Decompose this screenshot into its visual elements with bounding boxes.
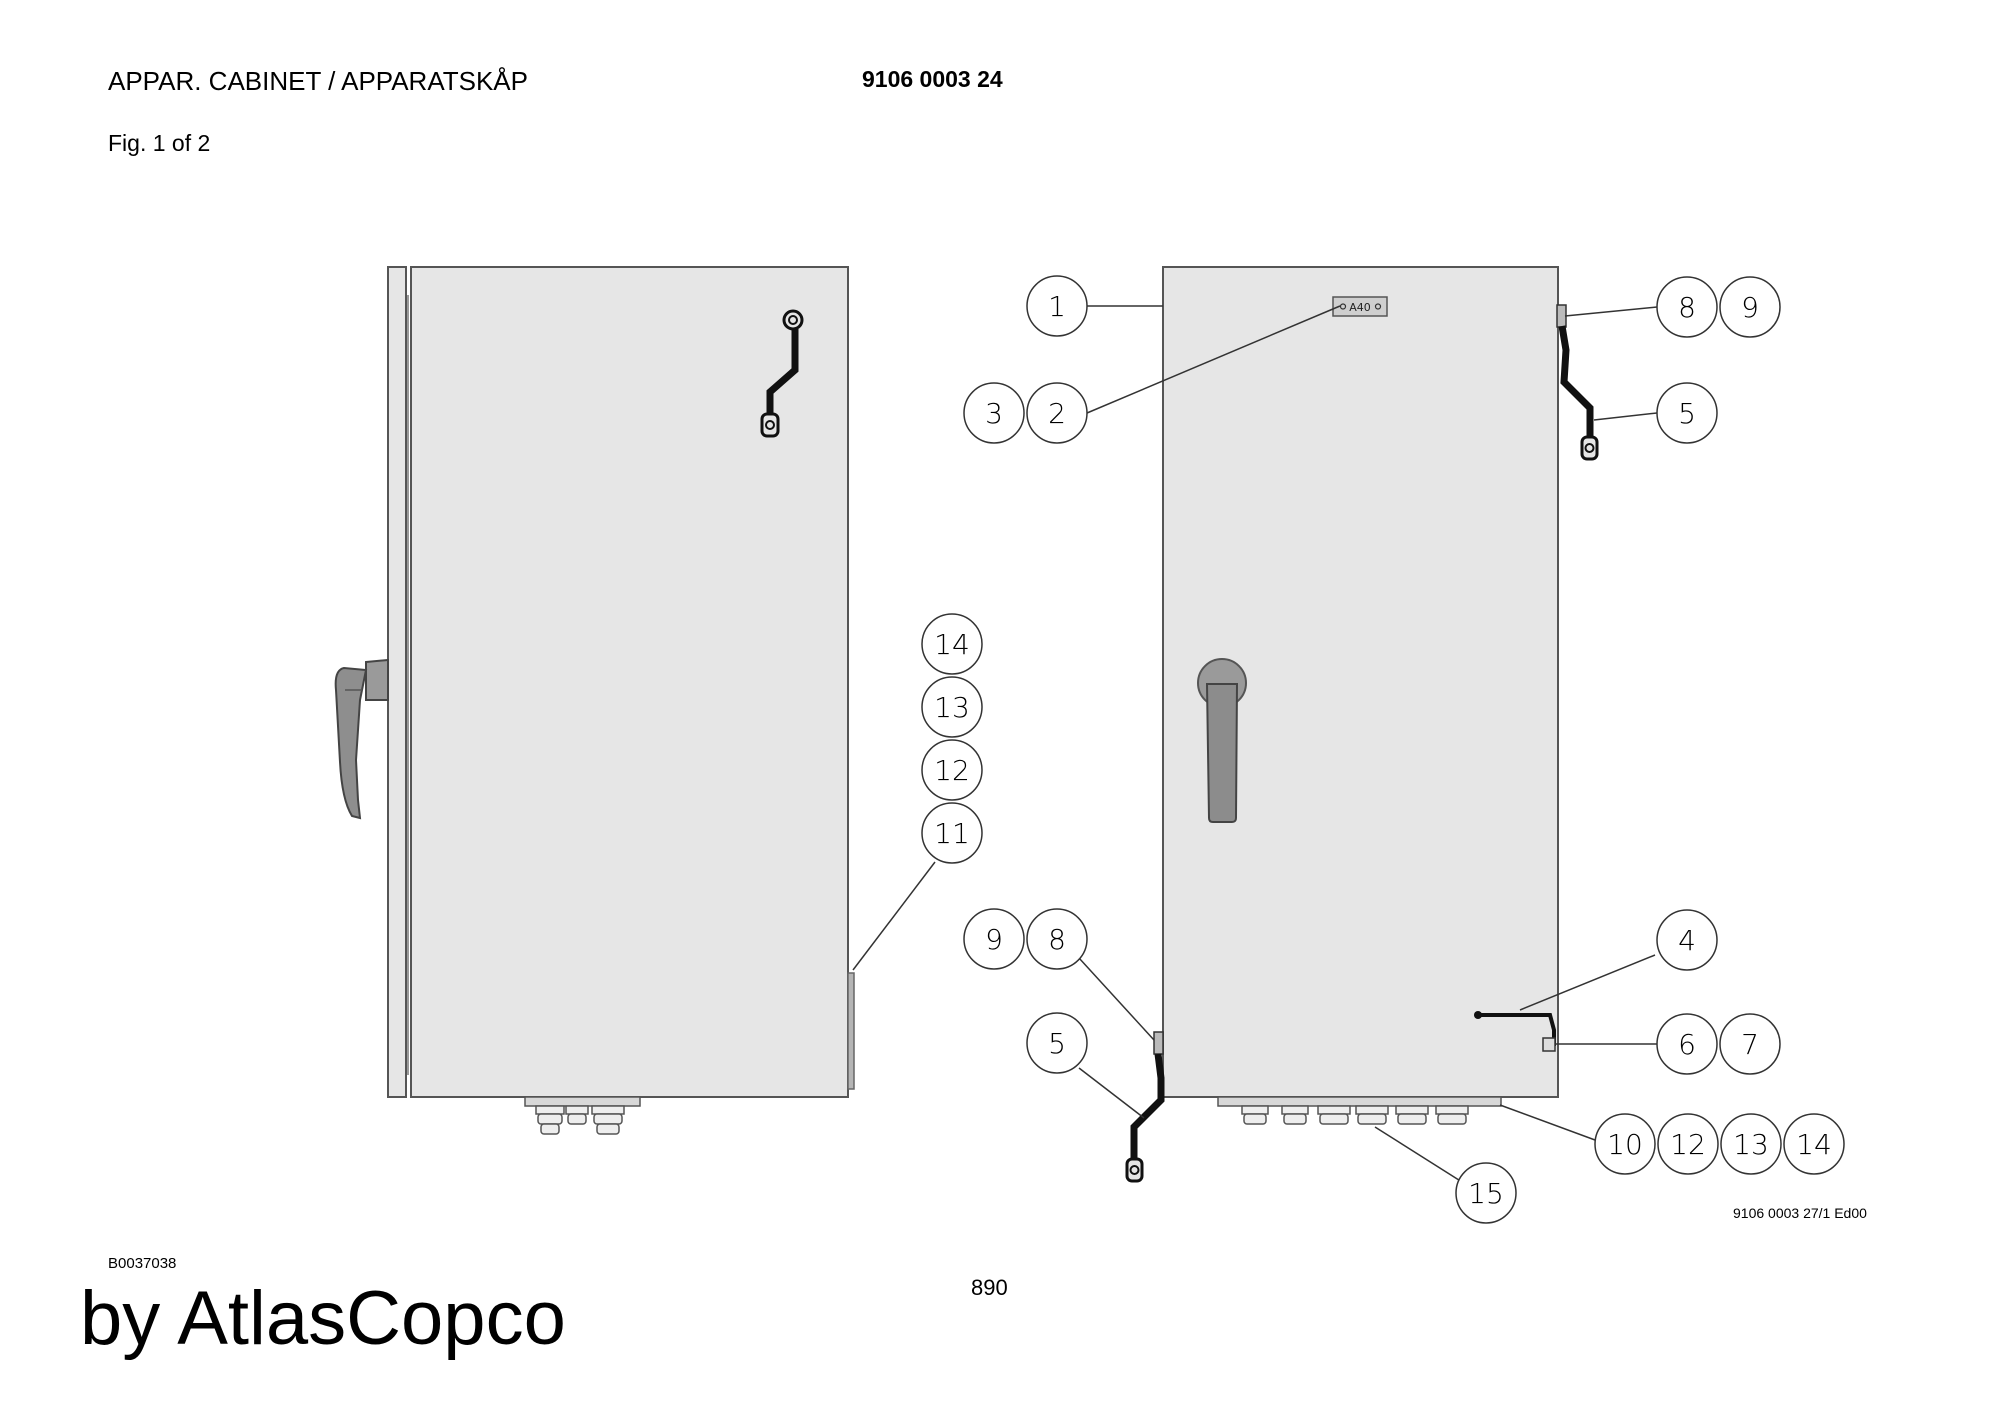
callout-6: 6 [1656, 1013, 1718, 1075]
ground-bolt-front [1474, 1011, 1556, 1052]
svg-text:12: 12 [934, 754, 970, 787]
door-handle-side-icon [334, 658, 389, 820]
page-title: APPAR. CABINET / APPARATSKÅP [108, 66, 528, 96]
svg-text:5: 5 [1048, 1027, 1066, 1060]
cabinet-body-side [410, 266, 849, 1098]
svg-text:2: 2 [1048, 397, 1066, 430]
callout-14: 14 [1783, 1113, 1845, 1175]
callout-3: 3 [963, 382, 1025, 444]
svg-text:6: 6 [1678, 1028, 1696, 1061]
svg-text:14: 14 [934, 628, 970, 661]
brand-watermark: by AtlasCopco [80, 1276, 566, 1361]
svg-text:15: 15 [1468, 1177, 1504, 1210]
ground-cable-side [760, 309, 804, 438]
svg-text:8: 8 [1048, 923, 1066, 956]
nameplate-label: A40 [1349, 301, 1371, 314]
mounting-strip [847, 972, 855, 1090]
leader-lines-front [1078, 305, 1658, 1183]
cable-glands-front [1217, 1096, 1502, 1125]
svg-text:5: 5 [1678, 397, 1696, 430]
ground-cable-bottom-left [1125, 1031, 1165, 1183]
callout-5-top: 5 [1656, 382, 1718, 444]
callout-1: 1 [1026, 275, 1088, 337]
callout-9-bottom: 9 [963, 908, 1025, 970]
door-edge-strip [387, 266, 407, 1098]
svg-text:9: 9 [1741, 291, 1759, 324]
nameplate: A40 [1332, 296, 1388, 317]
cabinet-front-view: A40 [963, 266, 1845, 1224]
callout-15: 15 [1455, 1162, 1517, 1224]
svg-text:9: 9 [985, 923, 1003, 956]
svg-text:7: 7 [1741, 1028, 1759, 1061]
callout-11-side: 11 [921, 802, 983, 864]
callout-9-top: 9 [1719, 276, 1781, 338]
callout-7: 7 [1719, 1013, 1781, 1075]
image-code: B0037038 [108, 1255, 177, 1272]
callout-8-bottom: 8 [1026, 908, 1088, 970]
callout-5-bottom: 5 [1026, 1012, 1088, 1074]
callout-8-top: 8 [1656, 276, 1718, 338]
leader-11 [852, 861, 936, 971]
callout-12: 12 [1657, 1113, 1719, 1175]
door-handle-front-icon [1197, 658, 1247, 823]
callout-13-side: 13 [921, 676, 983, 738]
svg-text:13: 13 [1733, 1128, 1769, 1161]
svg-text:8: 8 [1678, 291, 1696, 324]
callout-12-side: 12 [921, 739, 983, 801]
callout-10: 10 [1594, 1113, 1656, 1175]
cable-glands-side [524, 1096, 641, 1135]
callout-13: 13 [1720, 1113, 1782, 1175]
drawing-reference: 9106 0003 27/1 Ed00 [1733, 1205, 1867, 1221]
svg-text:10: 10 [1607, 1128, 1643, 1161]
callout-14-side: 14 [921, 613, 983, 675]
svg-text:13: 13 [934, 691, 970, 724]
cabinet-side-view: 14 13 12 11 [334, 266, 983, 1135]
figure-label: Fig. 1 of 2 [108, 130, 211, 156]
callout-4: 4 [1656, 909, 1718, 971]
svg-text:11: 11 [934, 817, 970, 850]
page-number: 890 [971, 1275, 1008, 1300]
svg-text:3: 3 [985, 397, 1003, 430]
callout-2: 2 [1026, 382, 1088, 444]
part-number: 9106 0003 24 [862, 66, 1003, 92]
svg-text:1: 1 [1048, 290, 1066, 323]
svg-text:4: 4 [1678, 924, 1696, 957]
ground-cable-top-right [1556, 304, 1599, 461]
svg-text:14: 14 [1796, 1128, 1832, 1161]
svg-text:12: 12 [1670, 1128, 1706, 1161]
